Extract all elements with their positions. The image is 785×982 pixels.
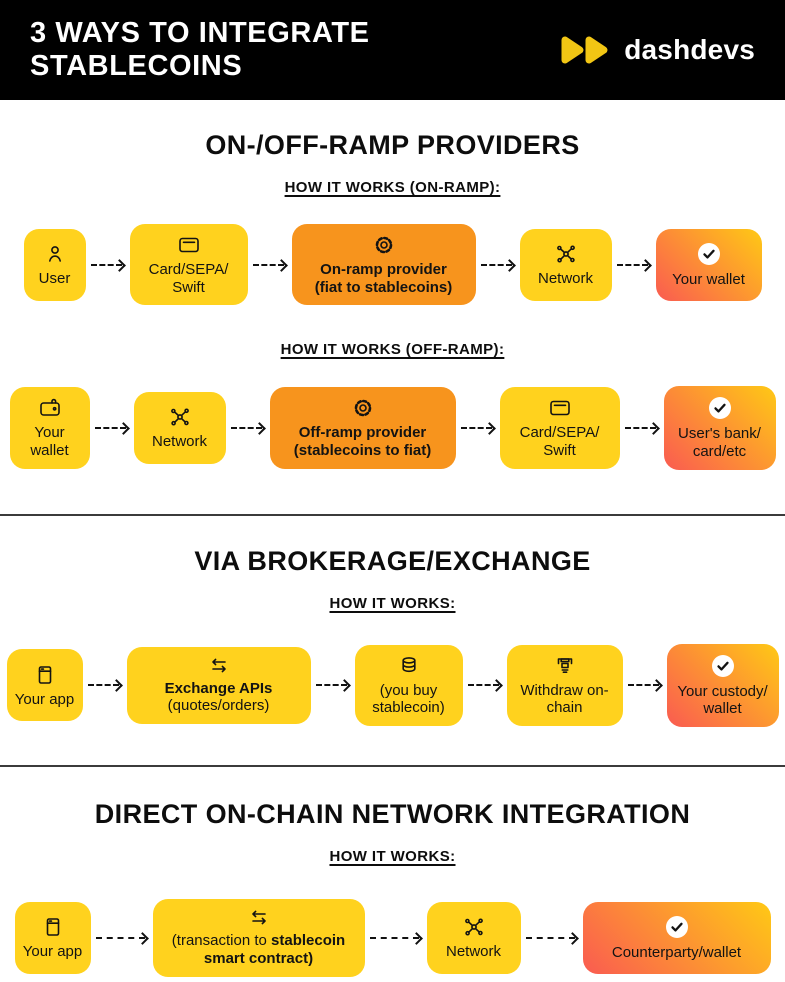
flow-box-label: Counterparty/wallet xyxy=(611,943,742,961)
flow-box-your-wallet: Your wallet xyxy=(655,228,762,301)
check-icon xyxy=(710,653,736,679)
card-icon xyxy=(176,233,202,257)
section-onoff-ramp: ON-/OFF-RAMP PROVIDERS HOW IT WORKS (ON-… xyxy=(0,100,785,470)
network-icon xyxy=(554,242,578,266)
page-title-line1: 3 WAYS TO INTEGRATE xyxy=(30,16,370,49)
flow-box-label: (transaction to stablecoin smart contrac… xyxy=(171,932,346,967)
how-it-works-offramp-heading: HOW IT WORKS (OFF-RAMP): xyxy=(280,341,505,359)
section-title: DIRECT ON-CHAIN NETWORK INTEGRATION xyxy=(94,799,691,830)
dashed-arrow-icon xyxy=(369,932,422,944)
dashed-arrow-icon xyxy=(87,679,122,691)
flow-box-onramp-provider: On-ramp provider (fiat to stablecoins) xyxy=(291,224,476,306)
dashdevs-logo: dashdevs xyxy=(559,34,755,66)
flow-box-label: Network xyxy=(537,269,593,287)
flow-box-label: User xyxy=(38,269,71,287)
dashed-arrow-icon xyxy=(315,679,350,691)
flow-box-label: Card/SEPA/ Swift xyxy=(148,261,229,296)
dashed-arrow-icon xyxy=(525,932,578,944)
exchange-arrows-icon xyxy=(206,656,232,676)
flow-row-onramp: User Card/SEPA/ Swift On-ramp provider (… xyxy=(0,224,785,306)
flow-box-label: Your wallet xyxy=(672,270,745,288)
exchange-arrows-icon xyxy=(246,908,272,928)
how-it-works-heading: HOW IT WORKS: xyxy=(329,848,456,866)
flow-box-sublabel: (quotes/orders) xyxy=(167,697,270,715)
flow-row-direct: Your app (transaction to stablecoin smar… xyxy=(0,899,785,977)
section-direct-onchain: DIRECT ON-CHAIN NETWORK INTEGRATION HOW … xyxy=(0,767,785,977)
flow-box-exchange-apis: Exchange APIs (quotes/orders) xyxy=(126,646,311,725)
flow-box-label: (you buy stablecoin) xyxy=(372,681,445,717)
flow-box-network: Network xyxy=(519,228,612,301)
flow-box-counterparty-wallet: Counterparty/wallet xyxy=(582,901,771,974)
network-icon xyxy=(462,915,486,939)
gear-icon xyxy=(372,233,396,257)
flow-box-withdraw-onchain: Withdraw on-chain xyxy=(506,644,623,727)
app-icon xyxy=(33,663,57,687)
flow-box-label: Network xyxy=(151,433,207,451)
dashed-arrow-icon xyxy=(460,422,495,434)
flow-box-label: Off-ramp provider xyxy=(298,424,427,442)
flow-box-label: Your wallet xyxy=(30,424,69,460)
network-icon xyxy=(168,405,192,429)
dashed-arrow-icon xyxy=(467,679,502,691)
flow-box-card-sepa-swift: Card/SEPA/ Swift xyxy=(499,387,620,469)
page-title: 3 WAYS TO INTEGRATE STABLECOINS xyxy=(30,17,370,83)
flow-box-sublabel: (stablecoins to fiat) xyxy=(293,442,432,460)
flow-box-label: On-ramp provider xyxy=(320,261,447,278)
flow-box-label: Your app xyxy=(22,942,83,960)
coins-icon xyxy=(397,654,421,678)
flow-box-buy-stablecoin: (you buy stablecoin) xyxy=(354,644,463,727)
wallet-icon xyxy=(37,396,63,420)
check-icon xyxy=(707,395,733,421)
how-it-works-heading: HOW IT WORKS: xyxy=(329,594,456,612)
flow-box-your-app: Your app xyxy=(14,901,91,974)
gear-icon xyxy=(351,396,375,420)
dashed-arrow-icon xyxy=(95,932,148,944)
flow-box-label: Your custody/ wallet xyxy=(677,682,768,718)
flow-box-transaction: (transaction to stablecoin smart contrac… xyxy=(152,899,365,977)
flow-box-label: Your app xyxy=(14,690,75,708)
flow-box-your-wallet: Your wallet xyxy=(9,387,90,469)
dashed-arrow-icon xyxy=(94,422,129,434)
flow-box-label: Card/SEPA/ Swift xyxy=(519,424,600,460)
section-title: ON-/OFF-RAMP PROVIDERS xyxy=(205,130,580,160)
dashed-arrow-icon xyxy=(90,259,125,271)
flow-box-sublabel: (fiat to stablecoins) xyxy=(314,278,453,296)
dashed-arrow-icon xyxy=(627,679,662,691)
dashed-arrow-icon xyxy=(230,422,265,434)
flow-box-card-sepa-swift: Card/SEPA/ Swift xyxy=(129,224,248,306)
flow-box-custody-wallet: Your custody/ wallet xyxy=(666,643,779,728)
flow-box-user: User xyxy=(23,228,86,301)
dashed-arrow-icon xyxy=(624,422,659,434)
flow-box-network: Network xyxy=(426,901,521,974)
dashed-arrow-icon xyxy=(252,259,287,271)
flow-row-exchange: Your app Exchange APIs (quotes/orders) (… xyxy=(0,643,785,728)
flow-box-network: Network xyxy=(133,392,226,465)
flow-box-label: User's bank/ card/etc xyxy=(678,425,761,461)
dashdevs-logo-text: dashdevs xyxy=(624,34,755,65)
card-icon xyxy=(547,396,573,420)
page-title-line2: STABLECOINS xyxy=(30,50,243,82)
flow-box-label: Exchange APIs xyxy=(164,679,273,697)
header: 3 WAYS TO INTEGRATE STABLECOINS dashdevs xyxy=(0,0,785,100)
section-divider xyxy=(0,765,785,768)
flow-box-your-app: Your app xyxy=(6,649,83,722)
flow-box-users-bank: User's bank/ card/etc xyxy=(663,386,776,470)
flow-box-label: Network xyxy=(445,942,501,960)
flow-box-offramp-provider: Off-ramp provider (stablecoins to fiat) xyxy=(269,387,456,469)
section-brokerage-exchange: VIA BROKERAGE/EXCHANGE HOW IT WORKS: You… xyxy=(0,516,785,728)
dashed-arrow-icon xyxy=(480,259,515,271)
flow-row-offramp: Your wallet Network Off-ramp provider (s… xyxy=(0,386,785,470)
check-icon xyxy=(664,914,690,940)
check-icon xyxy=(696,241,722,267)
app-icon xyxy=(41,915,65,939)
section-divider xyxy=(0,513,785,516)
dashdevs-logo-icon xyxy=(559,34,615,66)
user-icon xyxy=(43,242,67,266)
withdraw-icon xyxy=(553,654,577,678)
flow-box-label: Withdraw on-chain xyxy=(520,681,609,717)
section-title: VIA BROKERAGE/EXCHANGE xyxy=(194,545,591,576)
dashed-arrow-icon xyxy=(616,259,651,271)
how-it-works-onramp-heading: HOW IT WORKS (ON-RAMP): xyxy=(284,179,501,196)
